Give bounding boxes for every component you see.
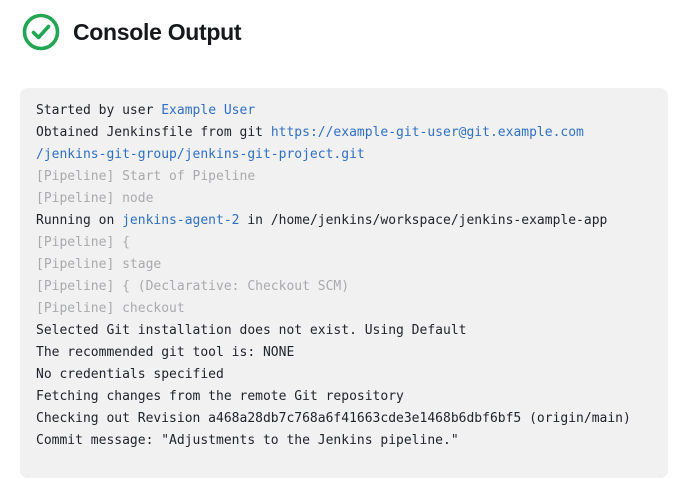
page-header: Console Output xyxy=(0,0,686,51)
console-text: Started by user xyxy=(36,103,162,118)
console-line: [Pipeline] node xyxy=(36,188,652,210)
console-line: Started by user Example User xyxy=(36,100,652,122)
console-line: Checking out Revision a468a28db7c768a6f4… xyxy=(36,408,652,430)
check-circle-icon xyxy=(22,13,60,51)
console-line: Commit message: "Adjustments to the Jenk… xyxy=(36,430,652,452)
console-text: in /home/jenkins/workspace/jenkins-examp… xyxy=(239,213,608,228)
console-line: [Pipeline] { xyxy=(36,232,652,254)
console-line: [Pipeline] stage xyxy=(36,254,652,276)
console-text: The recommended git tool is: NONE xyxy=(36,345,295,360)
console-link[interactable]: Example User xyxy=(161,103,256,118)
console-line: [Pipeline] Start of Pipeline xyxy=(36,166,652,188)
console-line: /jenkins-git-group/jenkins-git-project.g… xyxy=(36,144,652,166)
console-text: [Pipeline] stage xyxy=(36,257,162,272)
console-text: [Pipeline] { xyxy=(36,235,130,250)
console-line: Obtained Jenkinsfile from git https://ex… xyxy=(36,122,652,144)
console-text: [Pipeline] checkout xyxy=(36,301,185,316)
console-text: Running on xyxy=(36,213,123,228)
console-text: [Pipeline] Start of Pipeline xyxy=(36,169,256,184)
console-text: Selected Git installation does not exist… xyxy=(36,323,467,338)
console-line: Fetching changes from the remote Git rep… xyxy=(36,386,652,408)
console-line: [Pipeline] checkout xyxy=(36,298,652,320)
console-link[interactable]: jenkins-agent-2 xyxy=(122,213,240,228)
console-line: No credentials specified xyxy=(36,364,652,386)
console-line: [Pipeline] { (Declarative: Checkout SCM) xyxy=(36,276,652,298)
console-text: Commit message: "Adjustments to the Jenk… xyxy=(36,433,459,448)
console-text: Checking out Revision a468a28db7c768a6f4… xyxy=(36,411,631,426)
console-line: The recommended git tool is: NONE xyxy=(36,342,652,364)
console-text: Obtained Jenkinsfile from git xyxy=(36,125,271,140)
console-line: Selected Git installation does not exist… xyxy=(36,320,652,342)
console-text: No credentials specified xyxy=(36,367,224,382)
console-text: [Pipeline] node xyxy=(36,191,154,206)
console-text: [Pipeline] { (Declarative: Checkout SCM) xyxy=(36,279,350,294)
page-title: Console Output xyxy=(73,18,242,45)
console-link[interactable]: /jenkins-git-group/jenkins-git-project.g… xyxy=(36,147,365,162)
console-link[interactable]: https://example-git-user@git.example.com xyxy=(270,125,584,140)
console-text: Fetching changes from the remote Git rep… xyxy=(36,389,404,404)
console-line: Running on jenkins-agent-2 in /home/jenk… xyxy=(36,210,652,232)
